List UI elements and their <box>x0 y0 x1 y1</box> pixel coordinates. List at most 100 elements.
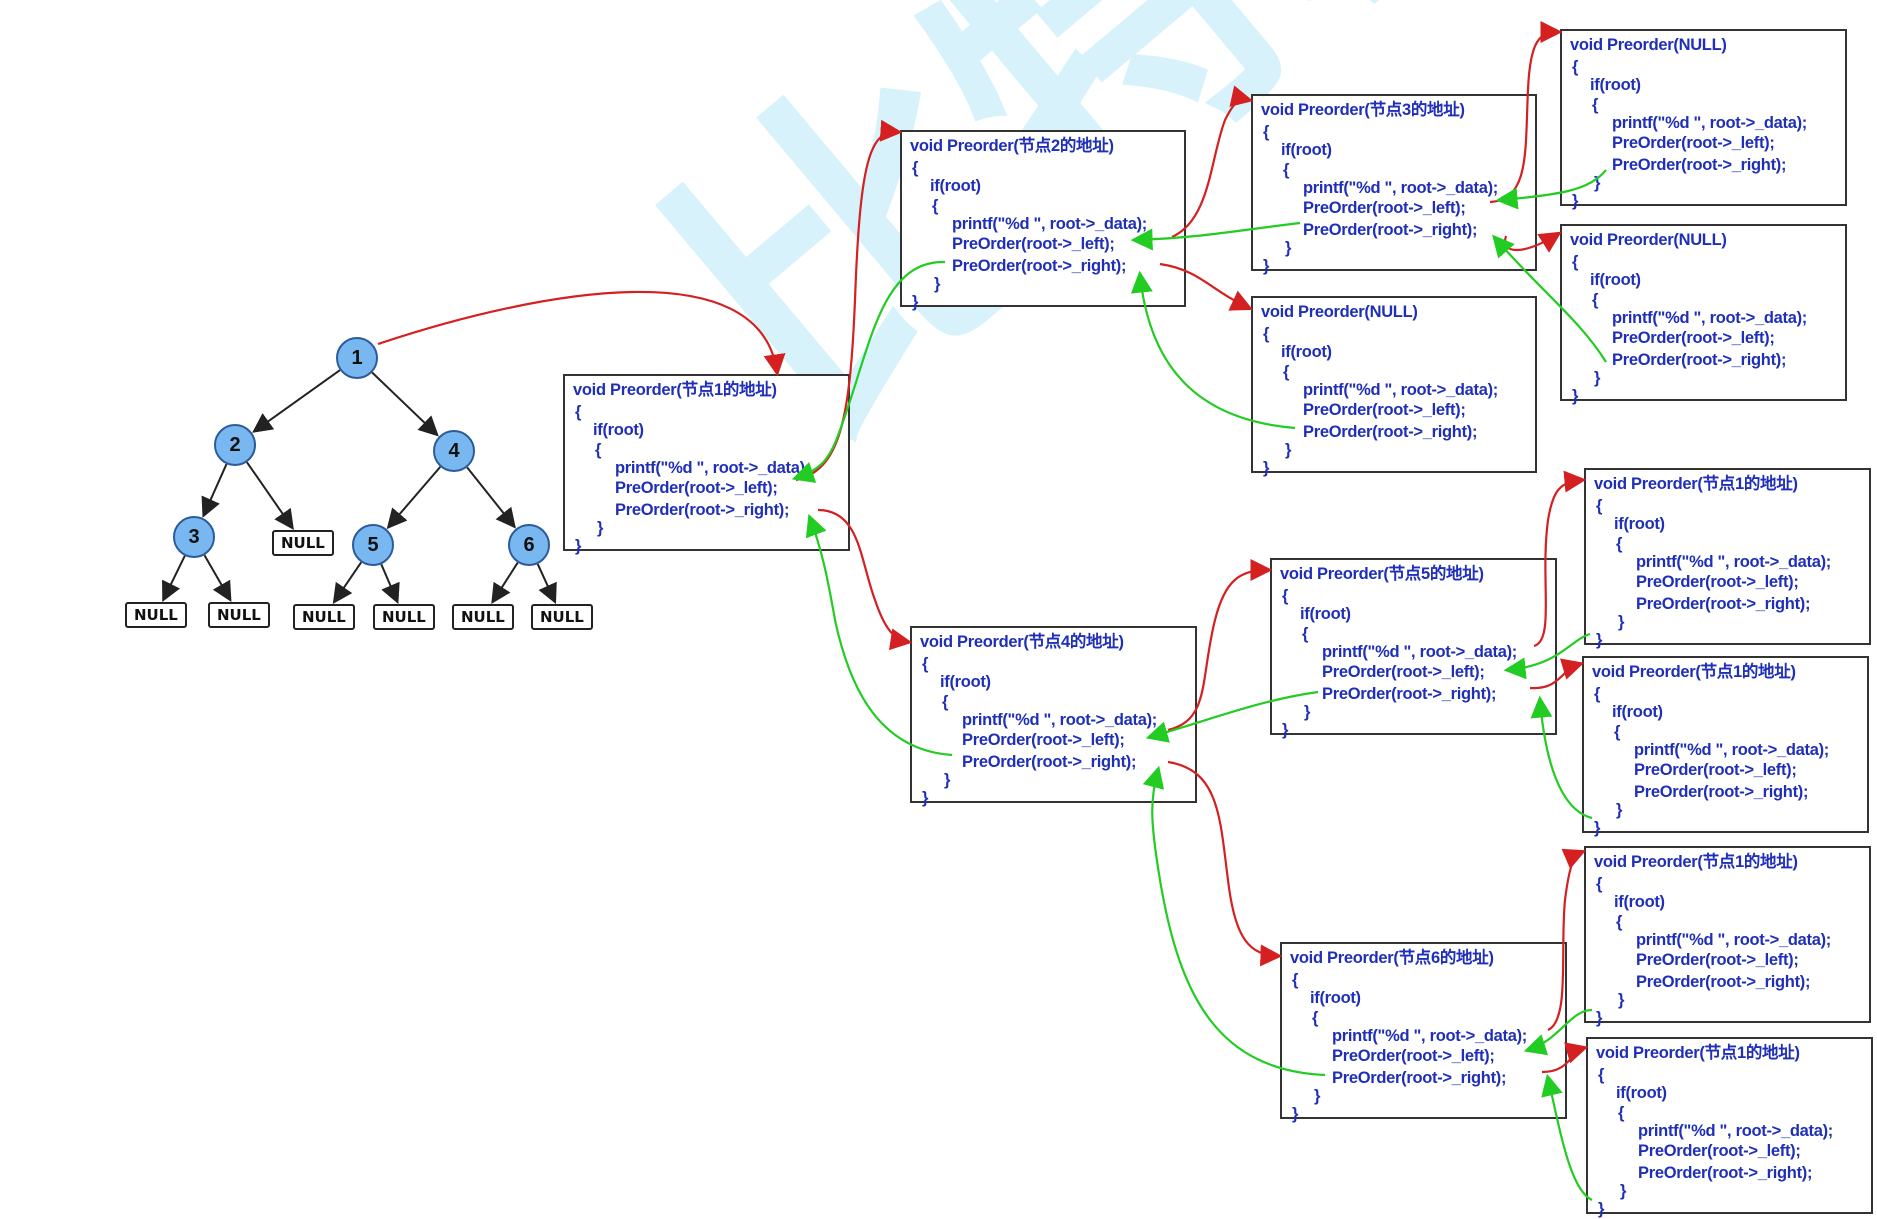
frame-preorder-node6-right: void Preorder(节点1的地址) { if(root) { print… <box>1586 1037 1873 1218</box>
brace: } <box>934 275 941 293</box>
brace: { <box>1616 913 1623 931</box>
left-call-line: PreOrder(root->_left); <box>615 479 778 497</box>
if-line: if(root) <box>1300 605 1351 623</box>
if-line: if(root) <box>1614 893 1665 911</box>
brace: } <box>1263 459 1270 477</box>
brace: } <box>1616 801 1623 819</box>
brace: } <box>944 771 951 789</box>
if-line: if(root) <box>1281 141 1332 159</box>
left-call-line: PreOrder(root->_left); <box>1636 573 1799 591</box>
brace: } <box>575 537 582 555</box>
right-call-line: PreOrder(root->_right); <box>1634 783 1809 801</box>
brace: } <box>1620 1182 1627 1200</box>
null-leaf: NULL <box>293 604 355 630</box>
brace: { <box>1592 96 1599 114</box>
if-line: if(root) <box>1590 76 1641 94</box>
tree-edge <box>536 563 557 605</box>
tree-edge <box>380 563 400 604</box>
brace: } <box>1594 174 1601 192</box>
tree-node-5: 5 <box>352 524 394 566</box>
null-leaf: NULL <box>208 602 270 628</box>
brace: } <box>912 293 919 311</box>
if-line: if(root) <box>1612 703 1663 721</box>
brace: { <box>1596 875 1603 893</box>
frame-header: void Preorder(节点1的地址) <box>1594 853 1798 871</box>
if-line: if(root) <box>930 177 981 195</box>
brace: { <box>575 403 582 421</box>
printf-line: printf("%d ", root->_data); <box>952 215 1147 233</box>
brace: { <box>1596 497 1603 515</box>
left-call-line: PreOrder(root->_left); <box>1332 1047 1495 1065</box>
brace: } <box>1314 1087 1321 1105</box>
left-call-line: PreOrder(root->_left); <box>1303 401 1466 419</box>
null-leaf: NULL <box>531 604 593 630</box>
brace: { <box>1572 253 1579 271</box>
right-call-line: PreOrder(root->_right); <box>615 501 790 519</box>
printf-line: printf("%d ", root->_data); <box>1332 1027 1527 1045</box>
brace: { <box>1616 535 1623 553</box>
left-call-line: PreOrder(root->_left); <box>1638 1142 1801 1160</box>
tree-edge <box>371 371 439 437</box>
frame-header: void Preorder(节点1的地址) <box>1594 475 1798 493</box>
brace: } <box>1285 441 1292 459</box>
frame-preorder-node5-right: void Preorder(节点1的地址) { if(root) { print… <box>1582 656 1869 837</box>
if-line: if(root) <box>1616 1084 1667 1102</box>
frame-preorder-null: void Preorder(NULL) { if(root) { printf(… <box>1251 296 1537 477</box>
brace: { <box>1263 325 1270 343</box>
frame-preorder-node6-left: void Preorder(节点1的地址) { if(root) { print… <box>1584 846 1871 1027</box>
frame-preorder-node6: void Preorder(节点6的地址) { if(root) { print… <box>1280 942 1567 1123</box>
right-call-line: PreOrder(root->_right); <box>952 257 1127 275</box>
brace: } <box>1598 1200 1605 1218</box>
frame-preorder-null: void Preorder(NULL) { if(root) { printf(… <box>1560 29 1847 210</box>
frame-preorder-node2: void Preorder(节点2的地址) { if(root) { print… <box>900 130 1186 311</box>
printf-line: printf("%d ", root->_data); <box>1612 309 1807 327</box>
tree-edge <box>246 461 294 530</box>
if-line: if(root) <box>1614 515 1665 533</box>
printf-line: printf("%d ", root->_data); <box>1636 553 1831 571</box>
frame-header: void Preorder(节点1的地址) <box>573 381 777 399</box>
frame-header: void Preorder(节点2的地址) <box>910 137 1114 155</box>
tree-edge <box>252 369 341 433</box>
brace: } <box>1285 239 1292 257</box>
left-call-line: PreOrder(root->_left); <box>1322 663 1485 681</box>
brace: { <box>912 159 919 177</box>
printf-line: printf("%d ", root->_data); <box>1612 114 1807 132</box>
tree-edge <box>162 555 186 602</box>
if-line: if(root) <box>940 673 991 691</box>
right-call-line: PreOrder(root->_right); <box>962 753 1137 771</box>
frame-preorder-node3: void Preorder(节点3的地址) { if(root) { print… <box>1251 94 1537 275</box>
brace: } <box>597 519 604 537</box>
tree-edge <box>466 466 516 529</box>
tree-edge <box>491 562 519 605</box>
brace: { <box>1312 1009 1319 1027</box>
brace: { <box>1292 971 1299 989</box>
tree-node-4: 4 <box>433 430 475 472</box>
brace: } <box>1618 613 1625 631</box>
right-call-line: PreOrder(root->_right); <box>1612 156 1787 174</box>
frame-preorder-node5-left: void Preorder(节点1的地址) { if(root) { print… <box>1584 468 1871 649</box>
brace: { <box>1618 1104 1625 1122</box>
frame-preorder-null: void Preorder(NULL) { if(root) { printf(… <box>1560 224 1847 405</box>
brace: } <box>1596 1009 1603 1027</box>
brace: { <box>1283 363 1290 381</box>
brace: { <box>942 693 949 711</box>
frame-header: void Preorder(节点5的地址) <box>1280 565 1484 583</box>
brace: { <box>1592 291 1599 309</box>
brace: } <box>1572 387 1579 405</box>
right-call-line: PreOrder(root->_right); <box>1636 595 1811 613</box>
frame-header: void Preorder(节点1的地址) <box>1592 663 1796 681</box>
if-line: if(root) <box>1590 271 1641 289</box>
if-line: if(root) <box>1281 343 1332 361</box>
tree-edge <box>203 554 232 603</box>
frame-header: void Preorder(节点6的地址) <box>1290 949 1494 967</box>
brace: } <box>1292 1105 1299 1123</box>
left-call-line: PreOrder(root->_left); <box>1634 761 1797 779</box>
brace: { <box>1598 1066 1605 1084</box>
frame-header: void Preorder(NULL) <box>1261 303 1418 321</box>
tree-edge <box>332 561 362 605</box>
tree-edge <box>201 463 228 518</box>
brace: { <box>1572 58 1579 76</box>
printf-line: printf("%d ", root->_data); <box>962 711 1157 729</box>
